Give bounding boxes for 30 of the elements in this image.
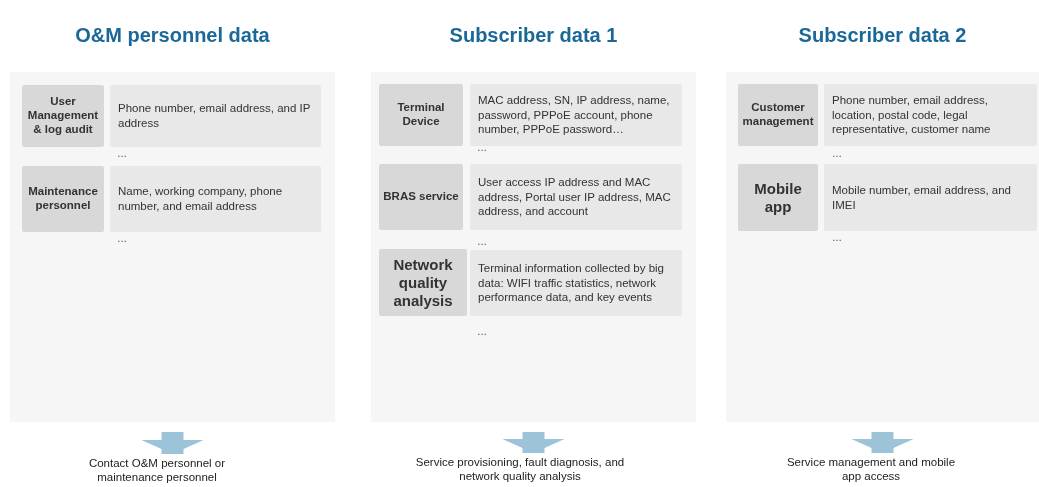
ellipsis-note: … — [832, 233, 842, 243]
outcome-text: Contact O&M personnel or maintenance personnel — [87, 457, 227, 485]
ellipsis-note: … — [117, 149, 127, 159]
block-arrow — [141, 432, 204, 454]
outcome-text: Service provisioning, fault diagnosis, and network quality analysis — [414, 456, 626, 484]
block-arrow — [851, 432, 914, 453]
data-description-box: Phone number, email address, location, postal code, legal representative, customer name — [824, 84, 1037, 146]
panel-heading: Subscriber data 2 — [797, 24, 968, 47]
ellipsis-note: … — [477, 143, 487, 153]
category-box: Customer management — [738, 84, 818, 146]
category-box: Maintenance personnel — [22, 166, 104, 232]
panel-heading: O&M personnel data — [74, 24, 271, 47]
data-description-box: Terminal information collected by big data: WIFI traffic statistics, network performance data, and key events — [470, 250, 682, 316]
category-box: Terminal Device — [379, 84, 463, 146]
category-box: Network quality analysis — [379, 249, 467, 316]
data-description-box: Mobile number, email address, and IMEI — [824, 164, 1037, 231]
category-box: BRAS service — [379, 164, 463, 230]
data-description-box: Phone number, email address, and IP address — [110, 85, 321, 147]
category-box: Mobile app — [738, 164, 818, 231]
outcome-text: Service management and mobile app access — [785, 456, 957, 484]
ellipsis-note: … — [477, 237, 487, 247]
data-description-box: Name, working company, phone number, and email address — [110, 166, 321, 232]
block-arrow — [502, 432, 565, 453]
data-description-box: User access IP address and MAC address, Portal user IP address, MAC address, and account — [470, 164, 682, 230]
ellipsis-note: … — [117, 234, 127, 244]
ellipsis-note: … — [477, 327, 487, 337]
category-box: User Management & log audit — [22, 85, 104, 147]
ellipsis-note: … — [832, 149, 842, 159]
panel-heading: Subscriber data 1 — [448, 24, 619, 47]
data-description-box: MAC address, SN, IP address, name, password, PPPoE account, phone number, PPPoE password… — [470, 84, 682, 146]
